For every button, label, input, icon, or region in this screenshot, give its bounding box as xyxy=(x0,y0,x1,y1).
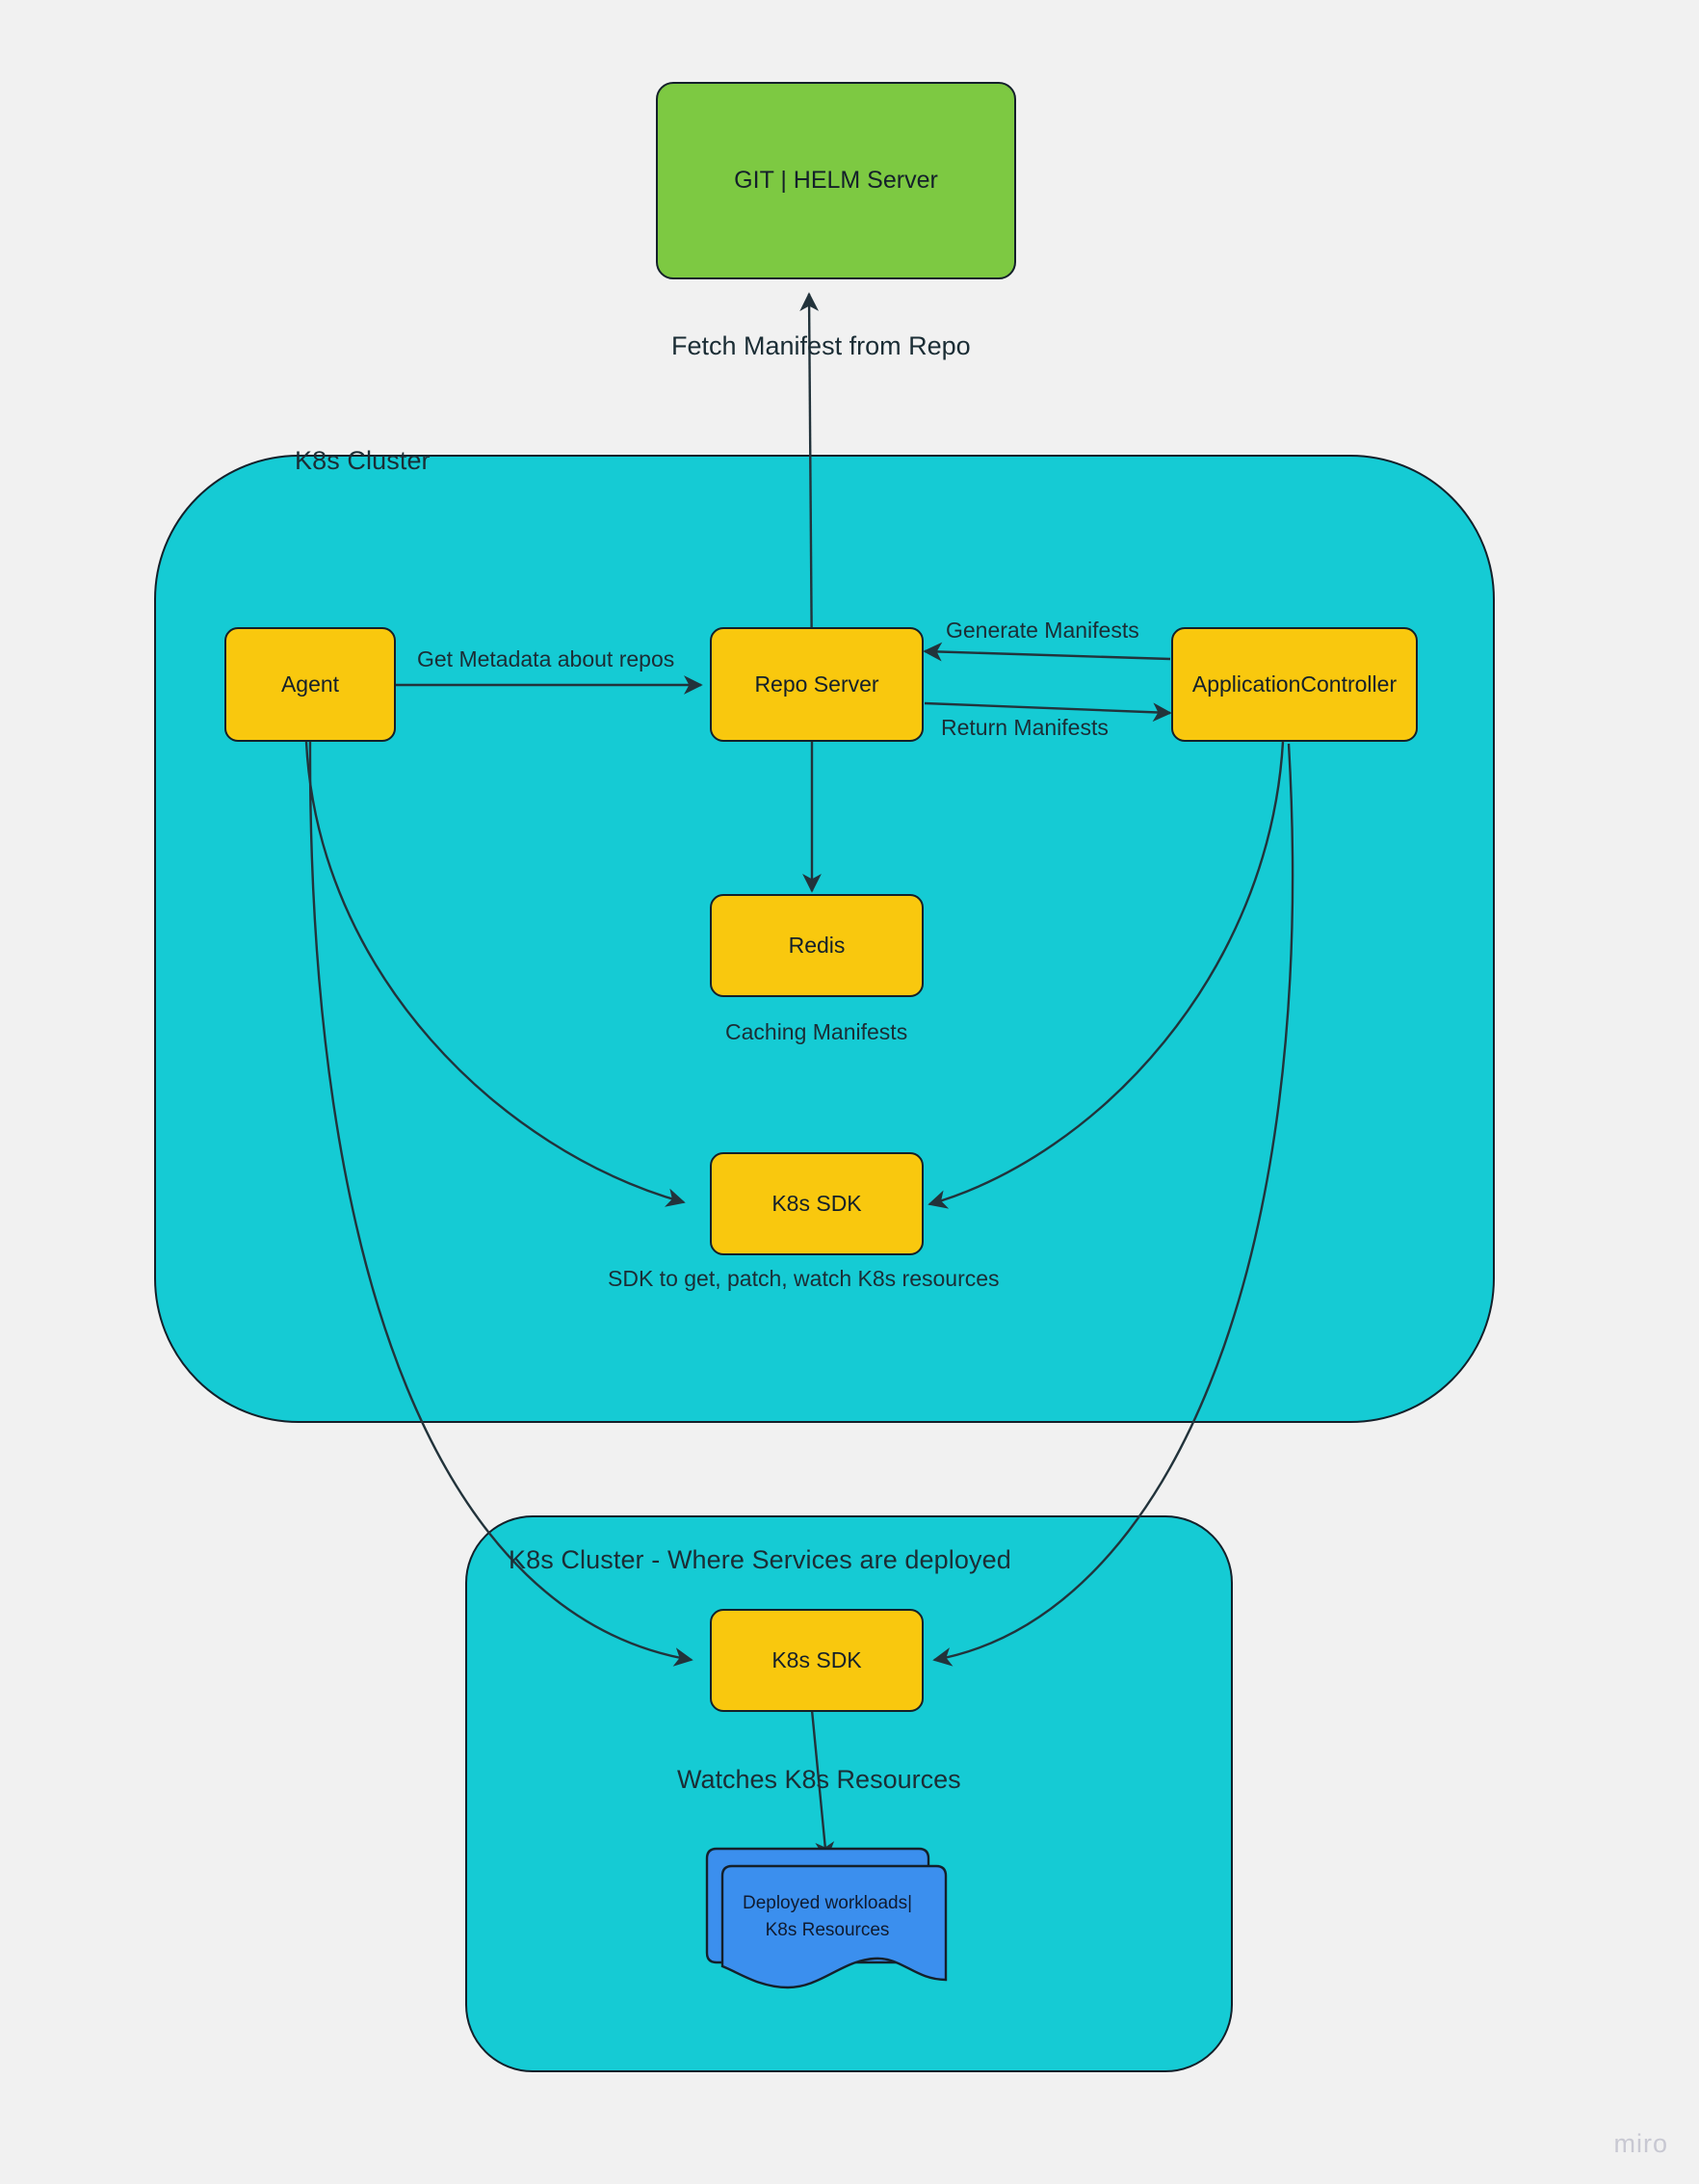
edge-label-fetch-manifest: Fetch Manifest from Repo xyxy=(671,331,971,360)
node-label-deployed-workloads: Deployed workloads| K8s Resources xyxy=(742,1893,913,1940)
edge-label-generate-manifests: Generate Manifests xyxy=(946,618,1139,643)
node-deployed-workloads[interactable]: Deployed workloads| K8s Resources xyxy=(695,1845,957,2004)
node-agent[interactable]: Agent xyxy=(224,627,396,742)
caption-caching-manifests: Caching Manifests xyxy=(725,1019,908,1044)
node-k8s-sdk-upper[interactable]: K8s SDK xyxy=(710,1152,924,1255)
node-label-repo-server: Repo Server xyxy=(754,671,879,697)
node-git-helm-server[interactable]: GIT | HELM Server xyxy=(656,82,1016,279)
node-label-agent: Agent xyxy=(280,671,340,697)
node-label-application-controller: ApplicationController xyxy=(1191,671,1398,697)
doc-front-sheet xyxy=(720,1864,948,1989)
node-label-k8s-sdk-upper: K8s SDK xyxy=(771,1191,862,1217)
node-k8s-sdk-lower[interactable]: K8s SDK xyxy=(710,1609,924,1712)
node-label-redis: Redis xyxy=(788,933,846,959)
miro-watermark: miro xyxy=(1613,2129,1668,2158)
caption-sdk-purpose: SDK to get, patch, watch K8s resources xyxy=(608,1266,1000,1291)
edge-label-watches-resources: Watches K8s Resources xyxy=(677,1765,961,1794)
node-redis[interactable]: Redis xyxy=(710,894,924,997)
container-label-k8s-cluster-services: K8s Cluster - Where Services are deploye… xyxy=(509,1545,1011,1574)
node-repo-server[interactable]: Repo Server xyxy=(710,627,924,742)
edge-label-get-metadata: Get Metadata about repos xyxy=(417,646,675,671)
node-application-controller[interactable]: ApplicationController xyxy=(1171,627,1418,742)
node-label-k8s-sdk-lower: K8s SDK xyxy=(771,1647,862,1673)
container-label-k8s-cluster: K8s Cluster xyxy=(295,446,431,475)
node-label-git-helm-server: GIT | HELM Server xyxy=(734,166,938,194)
edge-label-return-manifests: Return Manifests xyxy=(941,715,1109,740)
